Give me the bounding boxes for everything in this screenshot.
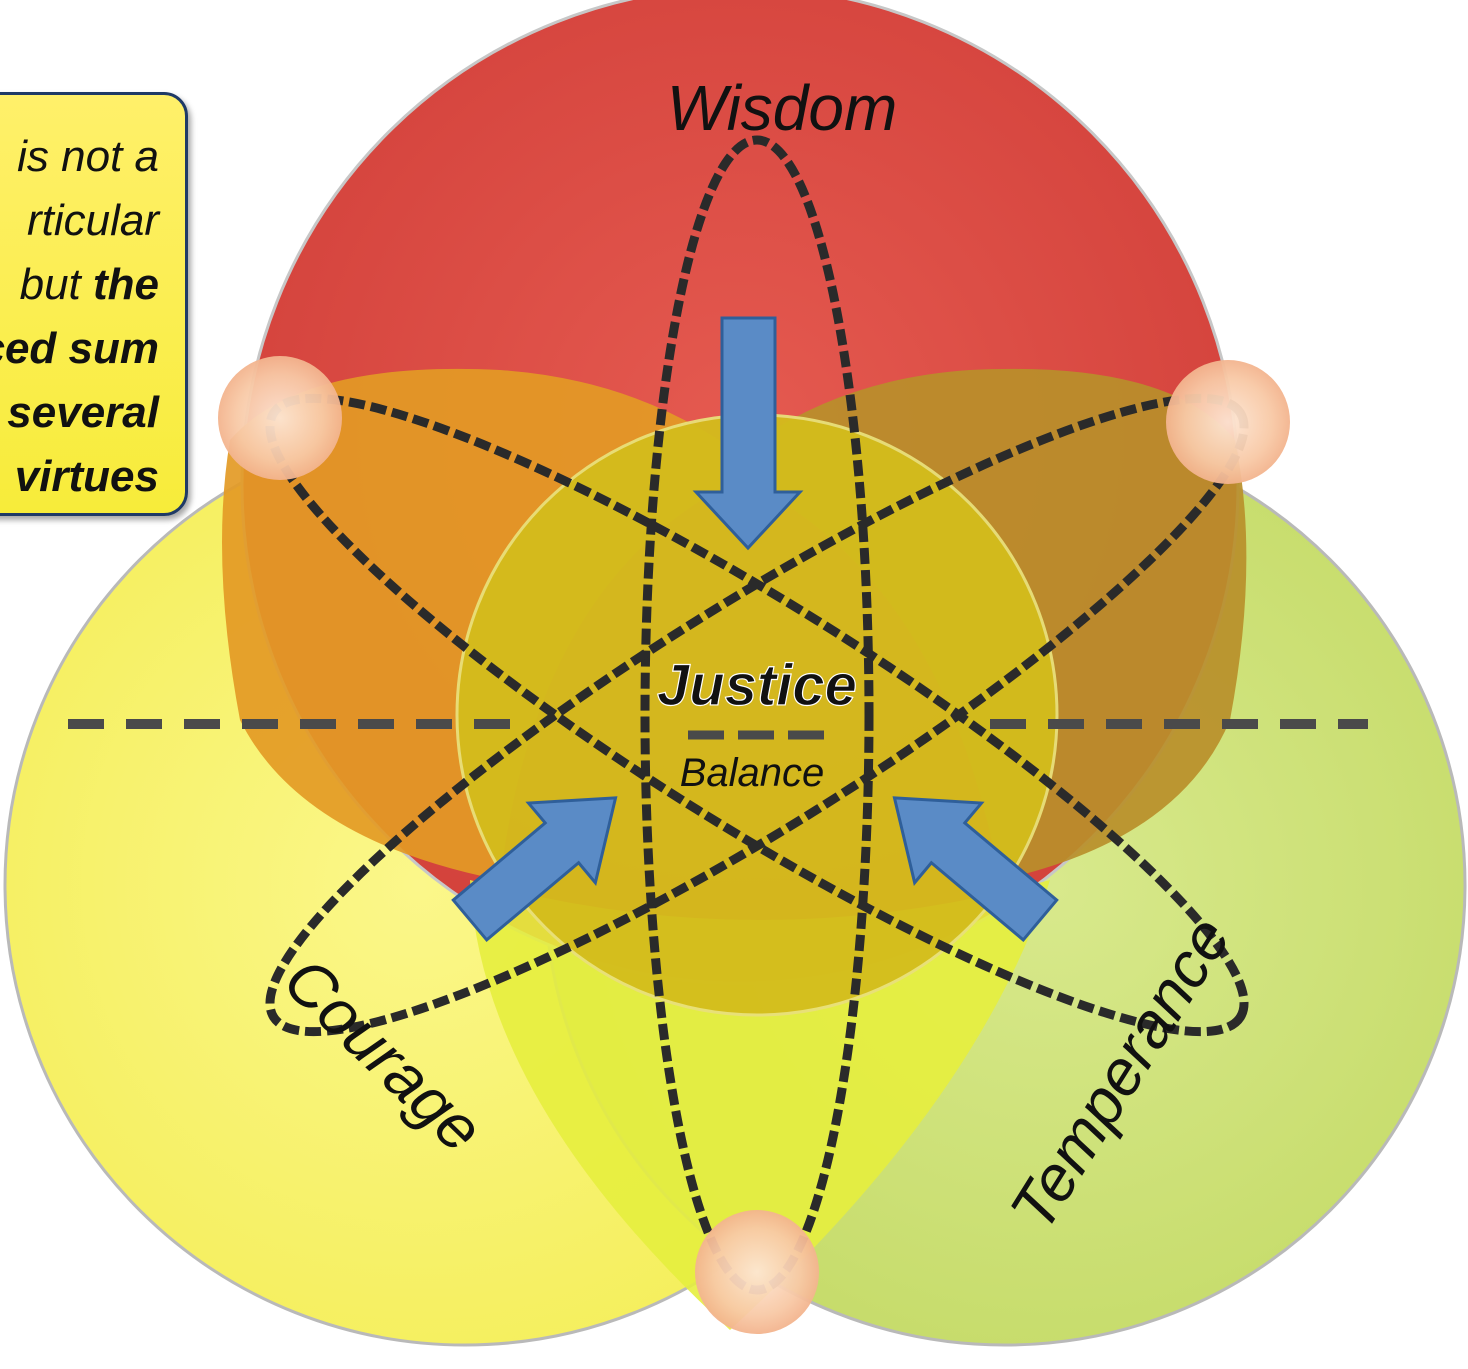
arrow-from-courage bbox=[451, 796, 618, 943]
callout-line-3: but the bbox=[19, 260, 159, 309]
callout-line-1: is not a bbox=[17, 132, 159, 181]
justice-label: Justice bbox=[657, 653, 857, 718]
wisdom-label: Wisdom bbox=[667, 72, 898, 144]
nucleus-left bbox=[218, 356, 342, 480]
definition-callout: is not a rticular but the ced sum severa… bbox=[0, 92, 188, 516]
courage-temperance-overlap bbox=[470, 880, 1050, 1330]
callout-line-4: ced sum bbox=[0, 324, 159, 373]
callout-line-5: several bbox=[7, 388, 159, 437]
nucleus-right bbox=[1166, 360, 1290, 484]
arrow-from-wisdom bbox=[692, 316, 804, 551]
callout-line-2: rticular bbox=[26, 196, 159, 245]
callout-line-6: virtues bbox=[14, 452, 159, 501]
nucleus-bottom bbox=[695, 1210, 819, 1334]
arrow-from-temperance bbox=[892, 796, 1059, 943]
balance-label: Balance bbox=[680, 751, 825, 795]
